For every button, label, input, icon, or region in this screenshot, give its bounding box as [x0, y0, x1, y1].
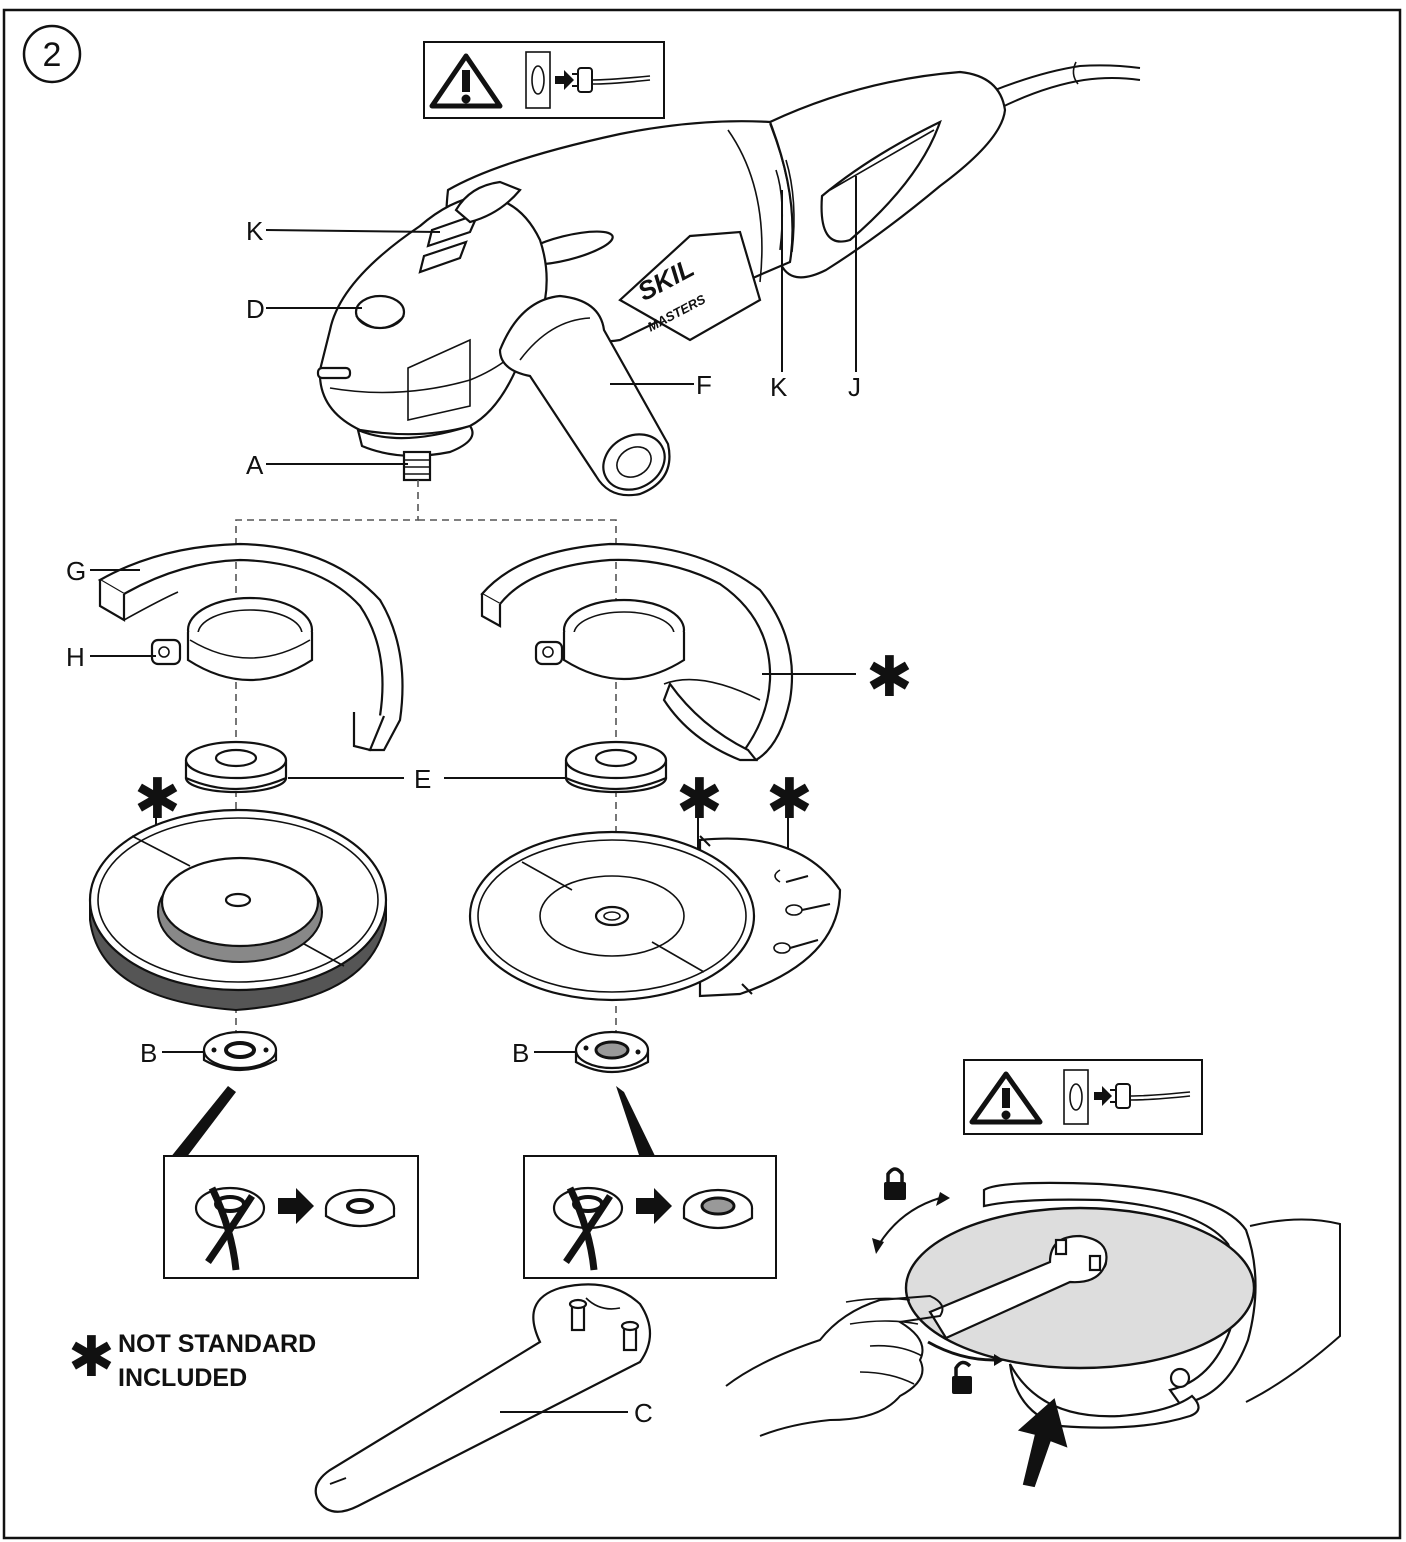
logo-panel	[618, 230, 762, 342]
vent-slot	[426, 212, 481, 248]
unplug-warning-bottom	[963, 1059, 1203, 1135]
arrow-icon	[636, 1188, 672, 1224]
figure-number: 2	[43, 36, 62, 74]
callout-nut-orientation-left	[163, 1155, 419, 1279]
legend-not-standard-included: ✱ NOT STANDARD INCLUDED	[68, 1325, 316, 1392]
guard-right-cutting	[480, 542, 794, 762]
label-b-clamp-nut-right: B	[512, 1038, 529, 1068]
angle-grinder: SKIL MASTERS	[316, 61, 1141, 497]
arrow-icon	[278, 1188, 314, 1224]
label-k-vents: K	[246, 216, 264, 246]
disc-mounting-scene	[725, 1167, 1341, 1488]
power-cord	[989, 64, 1141, 93]
label-d-spindle-lock: D	[246, 294, 265, 324]
legend-line-2: INCLUDED	[118, 1364, 247, 1392]
pin-spanner	[314, 1283, 651, 1513]
figure-frame	[2, 8, 1402, 1540]
label-a-spindle: A	[246, 450, 264, 480]
marker-not-included-cutting-guard: ✱	[866, 645, 913, 710]
figure-number-badge: 2	[22, 24, 82, 84]
tighten-arrow	[877, 1197, 941, 1247]
callout-pointer-left	[170, 1086, 236, 1158]
spindle-lock-button	[354, 294, 406, 330]
unlock-icon	[952, 1360, 972, 1394]
label-c-spanner: C	[634, 1398, 653, 1428]
grinding-disc	[88, 808, 388, 1012]
label-f-aux-handle: F	[696, 370, 712, 400]
label-j-switch: J	[848, 372, 861, 402]
label-e-flange: E	[414, 764, 431, 794]
legend-line-1: NOT STANDARD	[118, 1330, 316, 1358]
label-h-clamp: H	[66, 642, 85, 672]
guard-left	[97, 542, 404, 752]
unplug-icon	[1063, 1069, 1191, 1125]
cutting-disc	[468, 830, 756, 1002]
marker-not-included-cutting-disc: ✱	[676, 767, 723, 832]
warning-icon	[969, 1071, 1043, 1125]
mounting-flange-left	[184, 740, 288, 794]
marker-not-included-diamond-disc: ✱	[766, 767, 813, 832]
clamp-nut-right	[574, 1030, 650, 1073]
callout-pointer-right	[616, 1086, 656, 1158]
loosen-arrow	[927, 1340, 995, 1362]
warning-icon	[429, 53, 503, 109]
lock-icon	[884, 1167, 906, 1200]
label-g-guard: G	[66, 556, 86, 586]
mounting-flange-right	[564, 740, 668, 794]
unplug-warning-top	[423, 41, 665, 119]
label-b-clamp-nut-left: B	[140, 1038, 157, 1068]
mounted-disc	[904, 1206, 1256, 1370]
legend-symbol: ✱	[68, 1325, 115, 1390]
hand	[725, 1294, 944, 1437]
label-k-side-vents: K	[770, 372, 788, 402]
callout-nut-orientation-right	[523, 1155, 777, 1279]
unplug-icon	[525, 51, 651, 109]
press-arrow	[1017, 1398, 1068, 1488]
clamp-nut-left	[202, 1030, 278, 1071]
on-off-switch	[820, 119, 942, 243]
guard-clamp-screw	[150, 638, 182, 666]
spindle	[402, 450, 432, 482]
